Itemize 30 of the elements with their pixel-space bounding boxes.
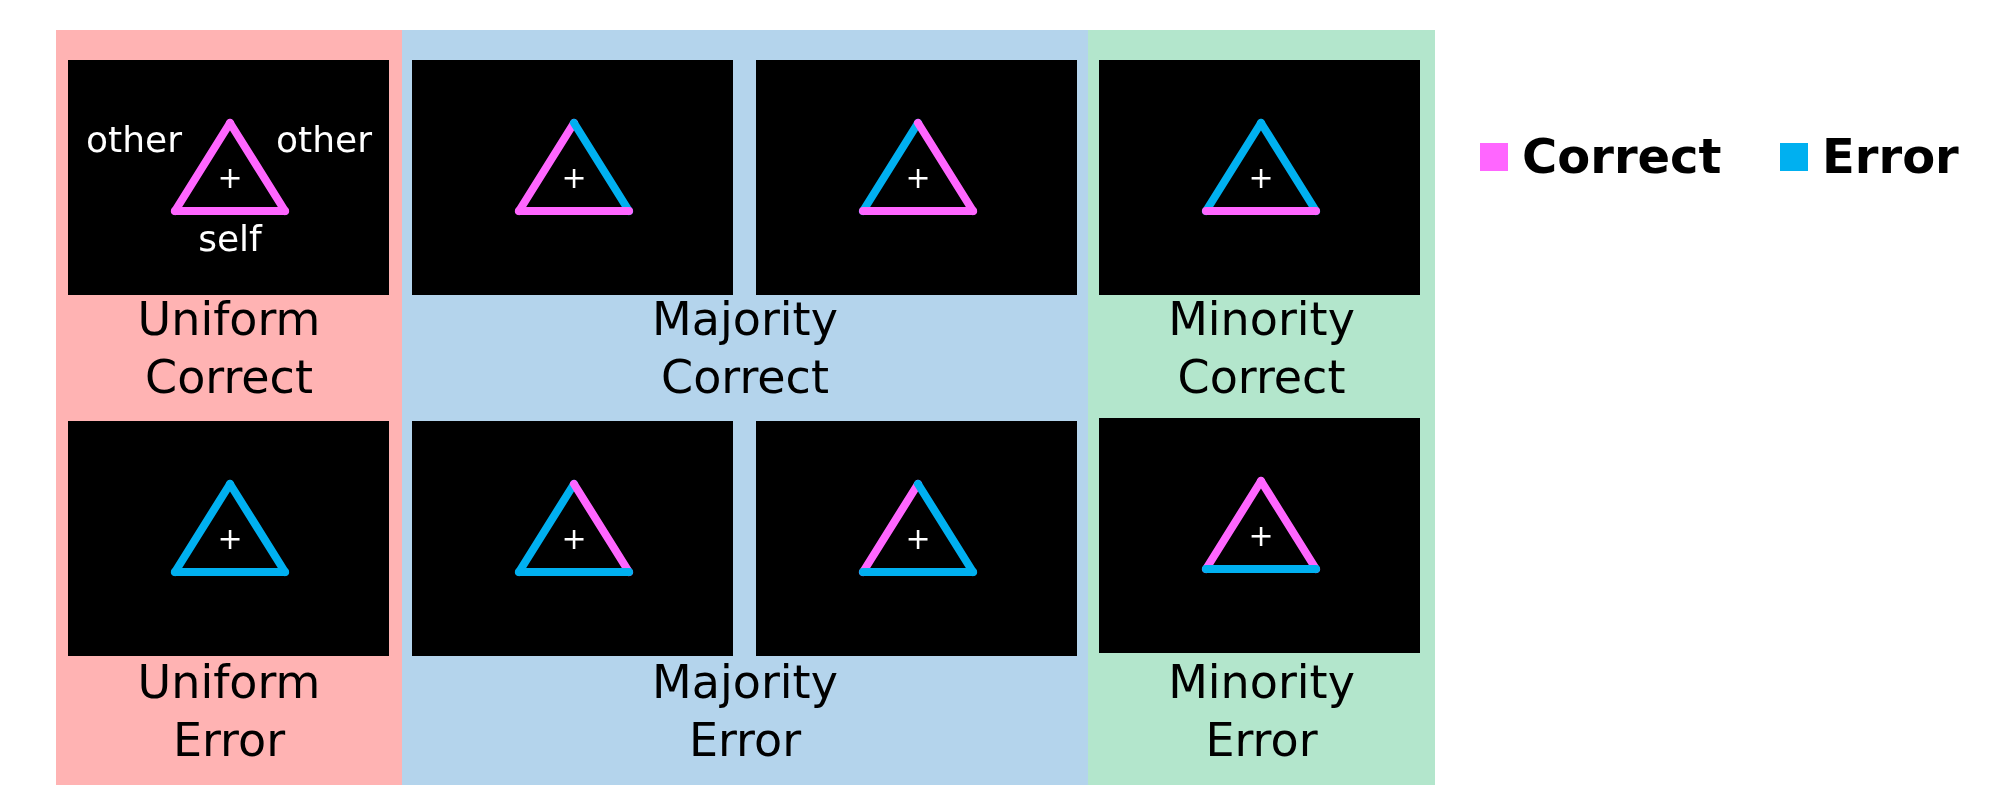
fixation-cross: + xyxy=(1248,159,1274,197)
stimulus-screen xyxy=(1099,418,1420,653)
side-label: other xyxy=(86,120,182,160)
fixation-cross: + xyxy=(217,520,243,558)
fixation-cross: + xyxy=(561,520,587,558)
stimulus-screen xyxy=(1099,60,1420,295)
fixation-cross: + xyxy=(561,159,587,197)
condition-panel xyxy=(1088,30,1435,785)
condition-panel xyxy=(56,30,402,785)
legend-label: Error xyxy=(1822,128,1959,184)
condition-label: Uniform Correct xyxy=(136,291,322,406)
stimulus-screen xyxy=(756,60,1077,295)
stimulus-screen xyxy=(68,60,389,295)
condition-label: Uniform Error xyxy=(136,654,322,769)
fixation-cross: + xyxy=(1248,517,1274,555)
stimulus-screen xyxy=(756,421,1077,656)
condition-label: Majority Correct xyxy=(651,291,839,406)
condition-panel xyxy=(402,30,1088,785)
stimulus-screen xyxy=(412,60,733,295)
condition-label: Minority Correct xyxy=(1167,291,1356,406)
stimulus-screen xyxy=(412,421,733,656)
condition-label: Majority Error xyxy=(651,654,839,769)
condition-label: Minority Error xyxy=(1167,654,1356,769)
stimulus-screen xyxy=(68,421,389,656)
fixation-cross: + xyxy=(905,520,931,558)
legend-label: Correct xyxy=(1522,128,1722,184)
side-label: self xyxy=(198,219,262,259)
fixation-cross: + xyxy=(905,159,931,197)
side-label: other xyxy=(276,120,372,160)
fixation-cross: + xyxy=(217,159,243,197)
